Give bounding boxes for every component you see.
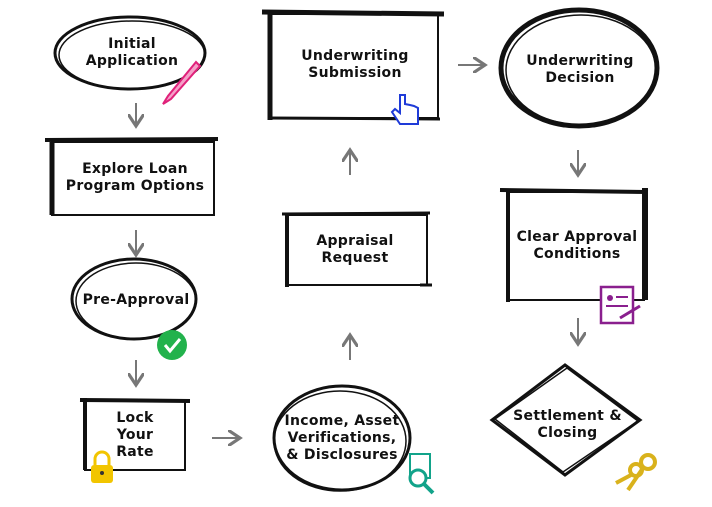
explore-options-label: Explore Loan Program Options [65, 160, 205, 194]
uw-submission-label: Underwriting Submission [301, 48, 409, 81]
keys-icon [615, 453, 657, 492]
clear-conditions-box [499, 188, 649, 302]
uw-decision-ellipse [498, 7, 660, 129]
check-badge-icon [157, 330, 187, 360]
hand-cursor-icon [390, 94, 419, 125]
lock-rate-label: Lock Your Rate [116, 409, 154, 460]
income-verification-ellipse [272, 384, 412, 492]
lock-icon [91, 450, 113, 483]
pre-approval-ellipse [70, 257, 198, 341]
appraisal-box [281, 211, 432, 287]
explore-options-box [44, 137, 219, 216]
settlement-label: Settlement & Closing [513, 408, 622, 441]
pen-icon [162, 60, 202, 105]
document-signature-icon [599, 285, 641, 325]
initial-application-label: Initial Application [85, 36, 179, 69]
magnifier-document-icon [408, 453, 435, 495]
pre-approval-label: Pre-Approval [82, 291, 190, 308]
lock-rate-box [79, 398, 191, 471]
initial-application-ellipse [53, 15, 207, 91]
settlement-diamond [489, 363, 643, 477]
uw-decision-label: Underwriting Decision [526, 53, 634, 86]
appraisal-label: Appraisal Request [316, 233, 394, 266]
income-verification-label: Income, Asset Verifications, & Disclosur… [284, 412, 400, 463]
clear-conditions-label: Clear Approval Conditions [516, 228, 638, 262]
